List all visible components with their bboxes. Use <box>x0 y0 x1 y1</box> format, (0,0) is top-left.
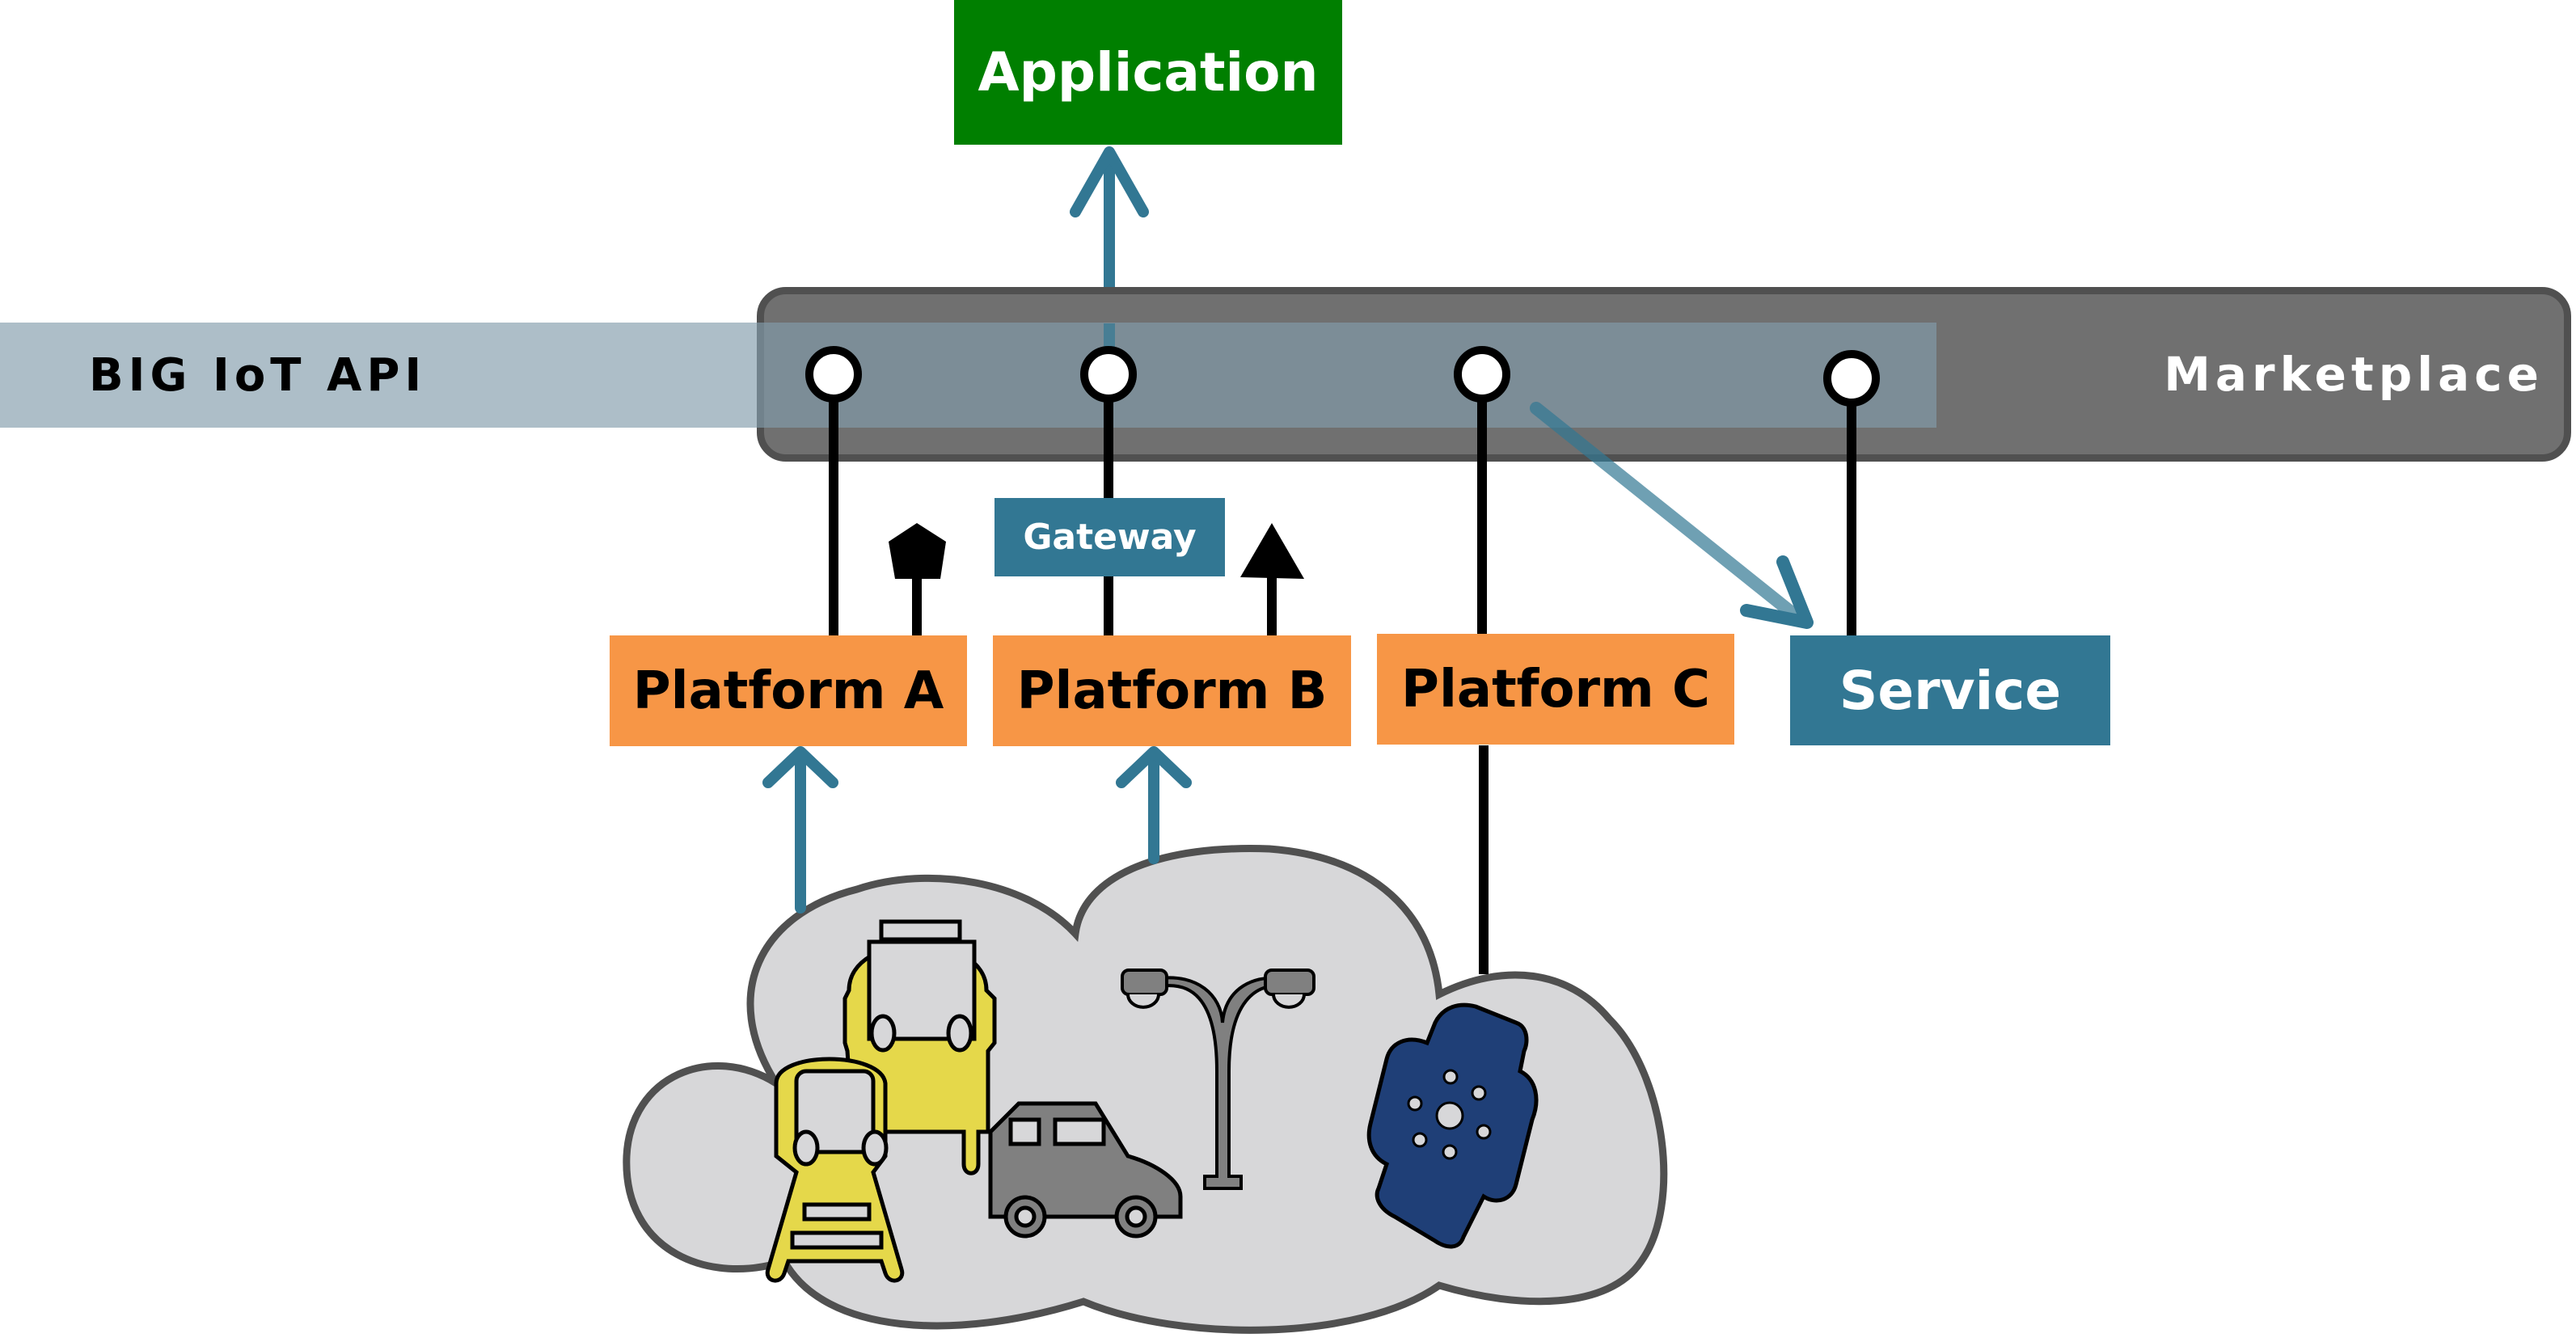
application-box[interactable]: Application <box>954 0 1342 145</box>
api-endpoint-4[interactable] <box>1823 350 1880 407</box>
api-endpoint-3[interactable] <box>1454 346 1510 403</box>
pentagon-marker-icon <box>889 523 946 635</box>
car-icon <box>988 1101 1183 1239</box>
smartwatch-icon <box>1366 1002 1539 1249</box>
marketplace-label: Marketplace <box>2164 347 2544 402</box>
api-endpoint-2[interactable] <box>1080 346 1137 403</box>
gateway-box[interactable]: Gateway <box>995 498 1225 576</box>
marketplace-to-service-arrow <box>1530 402 1814 629</box>
train-icon <box>765 1057 905 1283</box>
big-iot-api-band <box>0 323 1936 428</box>
platform-a-box[interactable]: Platform A <box>610 635 967 746</box>
big-iot-api-label: BIG IoT API <box>89 348 427 402</box>
cloud-to-platform-a-arrow <box>762 746 838 914</box>
platform-b-box[interactable]: Platform B <box>993 635 1351 746</box>
service-box[interactable]: Service <box>1790 635 2110 745</box>
api-endpoint-1[interactable] <box>805 346 862 403</box>
platform-c-box[interactable]: Platform C <box>1377 634 1734 745</box>
street-lamp-icon <box>1121 969 1315 1190</box>
cloud-to-platform-b-arrow <box>1116 746 1192 864</box>
triangle-marker-icon <box>1240 523 1304 635</box>
